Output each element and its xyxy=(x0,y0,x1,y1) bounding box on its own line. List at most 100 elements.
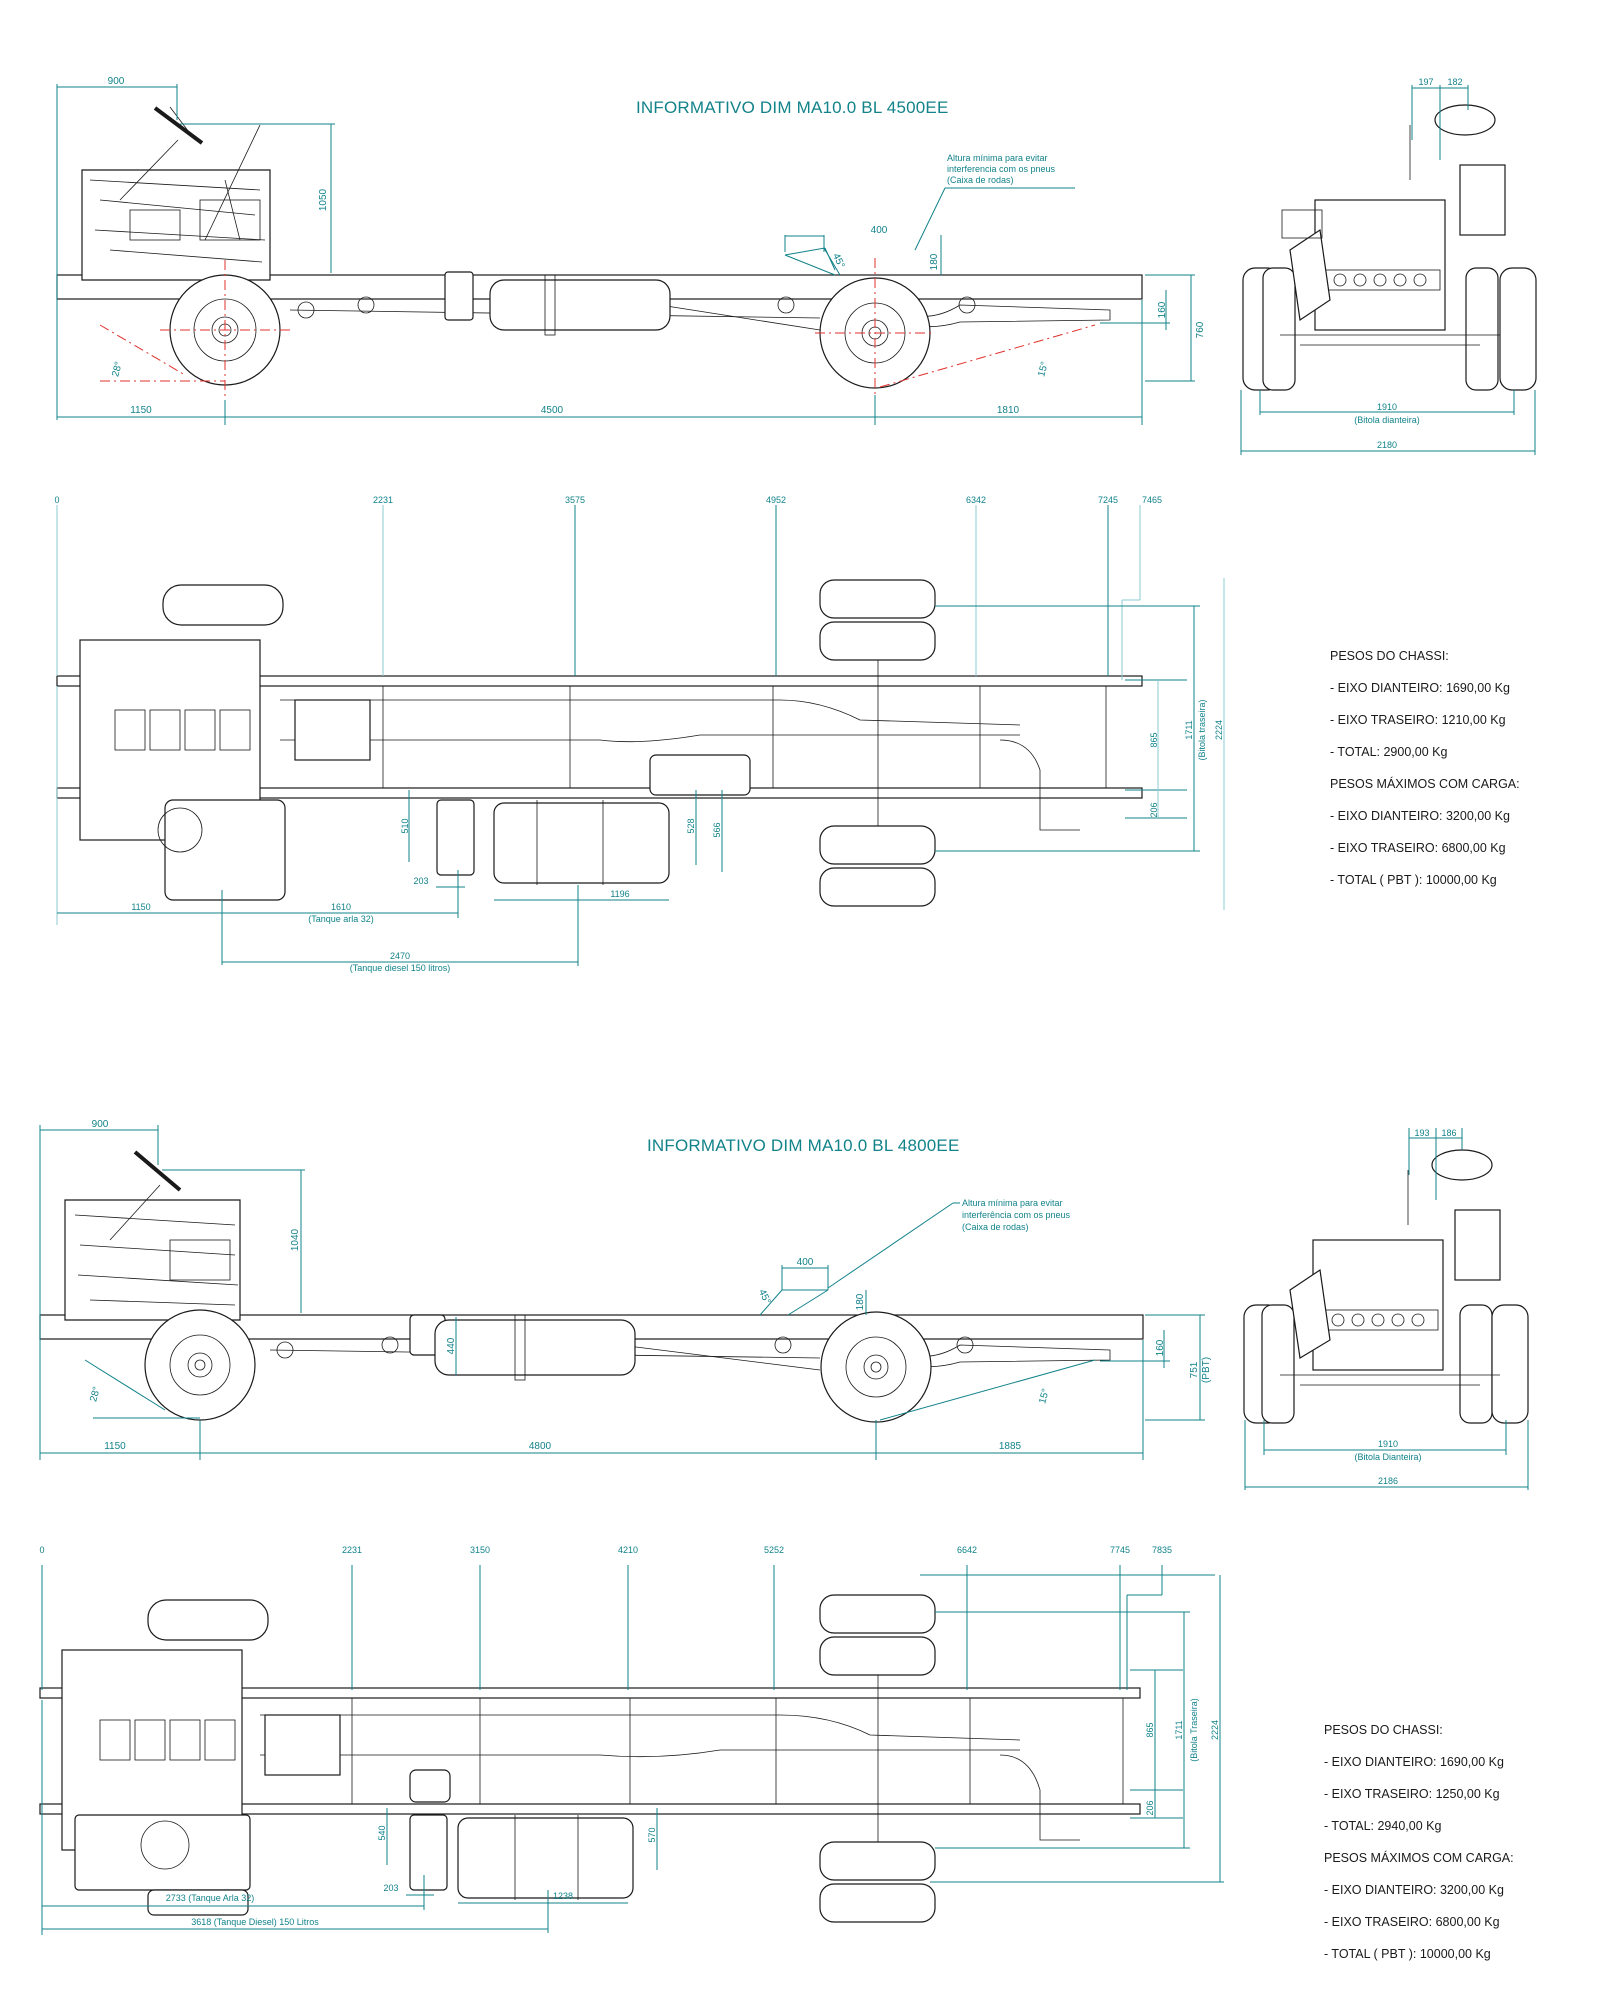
station-label: 3150 xyxy=(470,1545,490,1555)
rear-dual-tire xyxy=(819,1594,936,1634)
dim-tank-height: 440 xyxy=(446,1337,457,1354)
top-rail-upper xyxy=(56,675,1143,687)
station-label: 3575 xyxy=(565,495,585,505)
station-label: 7465 xyxy=(1142,495,1162,505)
dim-arla-width: 203 xyxy=(383,1883,398,1893)
dim-arch-width: 400 xyxy=(797,1257,814,1268)
air-filter xyxy=(1289,1268,1331,1359)
dim-rear-overhang: 1810 xyxy=(997,405,1020,416)
clearance-note-line-2: interferência com os pneus xyxy=(962,1210,1071,1220)
dim-wheelbase: 4800 xyxy=(529,1441,552,1452)
station-lines xyxy=(56,505,1141,680)
station-label: 2231 xyxy=(342,1545,362,1555)
diesel-combined-label: 3618 (Tanque Diesel) 150 Litros xyxy=(191,1917,319,1927)
rear-track-label: (Bitola traseira) xyxy=(1197,699,1207,760)
weights-max-heading: PESOS MÁXIMOS COM CARGA: xyxy=(1324,1851,1514,1865)
rear-dual-tire xyxy=(819,579,936,619)
dim-arla-height: 510 xyxy=(400,818,410,833)
arla-tank-top xyxy=(436,799,475,876)
arla-tank xyxy=(444,271,474,321)
dim-arla-height: 540 xyxy=(377,1825,387,1840)
dim-diesel-height-a: 528 xyxy=(686,818,696,833)
rear-track-label: (Bitola Traseira) xyxy=(1189,1698,1199,1762)
front-view: 193 186 1910 (Bitola Dianteira) 2186 xyxy=(1243,1128,1529,1490)
air-tank xyxy=(409,1769,451,1803)
dim-diesel-length: 1196 xyxy=(610,889,629,899)
dim-frame-height: 760 xyxy=(1195,321,1206,338)
side-dimensions: 900 1050 1150 4500 1810 28° 15° xyxy=(56,76,1206,425)
weights-max-heading: PESOS MÁXIMOS COM CARGA: xyxy=(1330,777,1520,791)
station-label: 0 xyxy=(39,1545,44,1555)
rear-wheel xyxy=(820,1311,932,1423)
dim-approach-angle: 28° xyxy=(110,361,125,378)
station-label: 7245 xyxy=(1098,495,1118,505)
battery-box xyxy=(1454,1209,1501,1281)
gearbox xyxy=(264,1714,341,1776)
clearance-note-line-2: interferencia com os pneus xyxy=(947,164,1056,174)
front-steering-wheel xyxy=(1434,104,1496,136)
dim-arch-height: 180 xyxy=(929,253,940,270)
top-rail-lower xyxy=(39,1803,1141,1815)
dim-front-offset-right: 182 xyxy=(1447,77,1462,87)
top-rail-upper xyxy=(39,1687,1141,1699)
engine-front xyxy=(1314,199,1446,331)
weight-row: - EIXO TRASEIRO: 6800,00 Kg xyxy=(1324,1915,1500,1929)
dim-front-track: 1910 xyxy=(1378,1439,1398,1449)
dim-rear-track: 1711 xyxy=(1174,1720,1184,1739)
weight-row: - EIXO DIANTEIRO: 3200,00 Kg xyxy=(1330,809,1510,823)
weight-row: - TOTAL: 2900,00 Kg xyxy=(1330,745,1448,759)
top-view: 0 2231 3575 4952 6342 7245 7465 865 206 … xyxy=(54,495,1225,973)
dim-front-track: 1910 xyxy=(1377,402,1397,412)
dim-front-overall-width: 2186 xyxy=(1378,1476,1398,1486)
weight-row: - EIXO TRASEIRO: 1250,00 Kg xyxy=(1324,1787,1500,1801)
dim-diesel-height-b: 566 xyxy=(712,822,722,837)
dim-206: 206 xyxy=(1149,802,1159,817)
dim-top-overall-width: 2224 xyxy=(1210,1720,1220,1740)
arla-position-label: (Tanque arla 32) xyxy=(308,914,374,924)
station-label: 6642 xyxy=(957,1545,977,1555)
dim-diesel-height-b: 570 xyxy=(647,1827,657,1842)
drawing-title: INFORMATIVO DIM MA10.0 BL 4500EE xyxy=(636,98,949,117)
clearance-note-line-1: Altura mínima para evitar xyxy=(947,153,1048,163)
dim-top-overall-width: 2224 xyxy=(1214,720,1224,740)
station-label: 7835 xyxy=(1152,1545,1172,1555)
side-view: 900 1040 1150 4800 1885 28° 15° 400 xyxy=(39,1119,1212,1460)
station-label: 6342 xyxy=(966,495,986,505)
diesel-position-label: (Tanque diesel 150 litros) xyxy=(350,963,451,973)
dim-arla-width: 203 xyxy=(413,876,428,886)
sheet-4800ee: INFORMATIVO DIM MA10.0 BL 4800EE xyxy=(0,1000,1600,2000)
side-dimensions: 900 1040 1150 4800 1885 28° 15° 400 xyxy=(39,1119,1212,1460)
station-label: 0 xyxy=(54,495,59,505)
station-label: 4210 xyxy=(618,1545,638,1555)
dim-front-overhang: 1150 xyxy=(104,1441,126,1452)
dim-departure-angle: 15° xyxy=(1037,1388,1052,1405)
sheet-4500ee: INFORMATIVO DIM MA10.0 BL 4500EE xyxy=(54,76,1537,973)
front-right-tire xyxy=(1465,267,1499,391)
diesel-tank xyxy=(434,1319,636,1376)
dim-rear-drop: 160 xyxy=(1155,1339,1166,1356)
drawing-title: INFORMATIVO DIM MA10.0 BL 4800EE xyxy=(647,1136,960,1155)
battery-box xyxy=(1459,164,1506,236)
dim-steering-height: 1050 xyxy=(318,188,329,211)
dim-900: 900 xyxy=(108,76,125,87)
weight-row: - EIXO DIANTEIRO: 3200,00 Kg xyxy=(1324,1883,1504,1897)
arla-combined-label: 2733 (Tanque Arla 32) xyxy=(166,1893,255,1903)
dim-front-offset-left: 193 xyxy=(1414,1128,1429,1138)
axle-centerlines xyxy=(99,258,1096,400)
engine-assembly xyxy=(81,169,271,281)
spare-tire xyxy=(147,1599,269,1641)
weight-row: - TOTAL ( PBT ): 10000,00 Kg xyxy=(1330,873,1497,887)
dim-frame-width: 865 xyxy=(1149,732,1159,747)
weight-row: - EIXO DIANTEIRO: 1690,00 Kg xyxy=(1324,1755,1504,1769)
front-track-label: (Bitola dianteira) xyxy=(1354,415,1420,425)
dim-arla-position: 1610 xyxy=(331,902,351,912)
side-view: 900 1050 1150 4500 1810 28° 15° xyxy=(56,76,1206,425)
dim-206: 206 xyxy=(1145,1800,1155,1815)
station-label: 5252 xyxy=(764,1545,784,1555)
diesel-tank-top xyxy=(457,1817,634,1899)
dim-top-front-overhang: 1150 xyxy=(131,902,150,912)
dim-arch-angle: 45° xyxy=(830,252,846,270)
dim-arch-width: 400 xyxy=(871,225,888,236)
dim-steering-height: 1040 xyxy=(290,1228,301,1251)
dim-approach-angle: 28° xyxy=(88,1386,103,1403)
